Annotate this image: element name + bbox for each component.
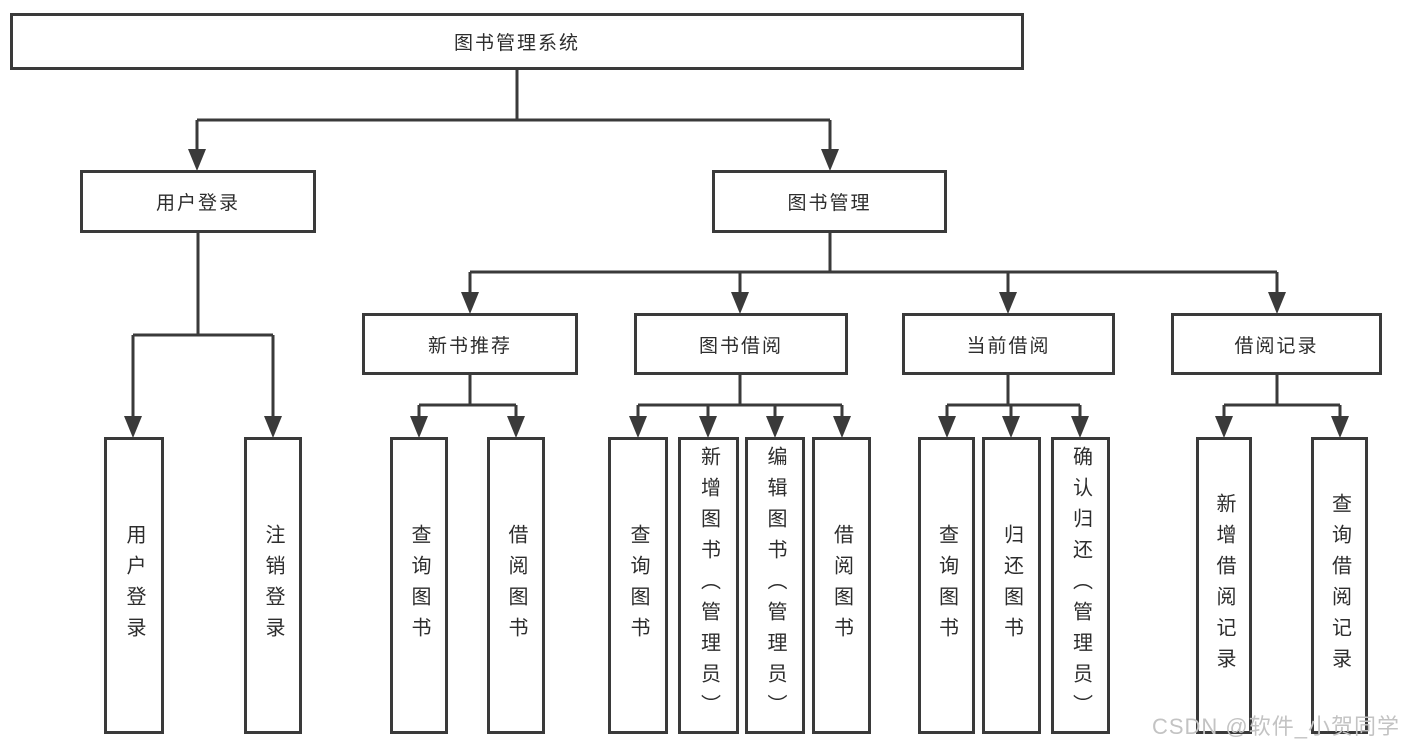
node-label: 新增借阅记录 <box>1213 492 1235 679</box>
node-label: 确认归还（管理员） <box>1069 446 1092 725</box>
leaf-add-borrow-record: 新增借阅记录 <box>1196 437 1252 734</box>
node-label: 归还图书 <box>1000 523 1023 648</box>
node-label: 当前借阅 <box>966 335 1051 357</box>
leaf-edit-books-admin: 编辑图书（管理员） <box>745 437 805 734</box>
leaf-query-books-recommend: 查询图书 <box>390 437 448 734</box>
leaf-user-login: 用户登录 <box>104 437 164 734</box>
csdn-watermark: CSDN @软件_小贺同学 <box>1151 714 1400 739</box>
node-borrowing-records: 借阅记录 <box>1171 313 1382 375</box>
node-label: 注销登录 <box>262 523 284 648</box>
leaf-borrow-books-recommend: 借阅图书 <box>487 437 545 734</box>
leaf-logout: 注销登录 <box>244 437 302 734</box>
leaf-return-books: 归还图书 <box>982 437 1041 734</box>
node-label: 借阅图书 <box>505 523 527 648</box>
node-book-borrowing: 图书借阅 <box>634 313 848 375</box>
node-label: 用户登录 <box>155 193 240 214</box>
node-label: 图书管理系统 <box>453 33 580 54</box>
node-library-management-system: 图书管理系统 <box>10 13 1024 70</box>
leaf-query-borrow-record: 查询借阅记录 <box>1311 437 1368 734</box>
node-label: 查询图书 <box>408 523 430 648</box>
node-new-book-recommendation: 新书推荐 <box>362 313 578 375</box>
node-label: 查询图书 <box>627 523 649 648</box>
node-label: 编辑图书（管理员） <box>764 446 786 725</box>
leaf-borrow-books-borrowing: 借阅图书 <box>812 437 871 734</box>
node-book-management: 图书管理 <box>712 170 947 233</box>
node-label: 查询借阅记录 <box>1328 492 1351 679</box>
node-current-borrowing: 当前借阅 <box>902 313 1115 375</box>
leaf-query-books-borrowing: 查询图书 <box>608 437 668 734</box>
node-label: 借阅图书 <box>830 523 853 648</box>
node-label: 查询图书 <box>935 523 958 648</box>
leaf-confirm-return-admin: 确认归还（管理员） <box>1051 437 1110 734</box>
node-label: 图书借阅 <box>698 335 783 357</box>
leaf-query-books-current: 查询图书 <box>918 437 975 734</box>
node-label: 新增图书（管理员） <box>697 446 720 725</box>
node-label: 新书推荐 <box>427 335 512 357</box>
node-user-login: 用户登录 <box>80 170 316 233</box>
leaf-add-books-admin: 新增图书（管理员） <box>678 437 739 734</box>
node-label: 借阅记录 <box>1234 335 1319 357</box>
node-label: 用户登录 <box>123 523 145 648</box>
arrowheads <box>124 149 1349 438</box>
node-label: 图书管理 <box>787 193 872 214</box>
